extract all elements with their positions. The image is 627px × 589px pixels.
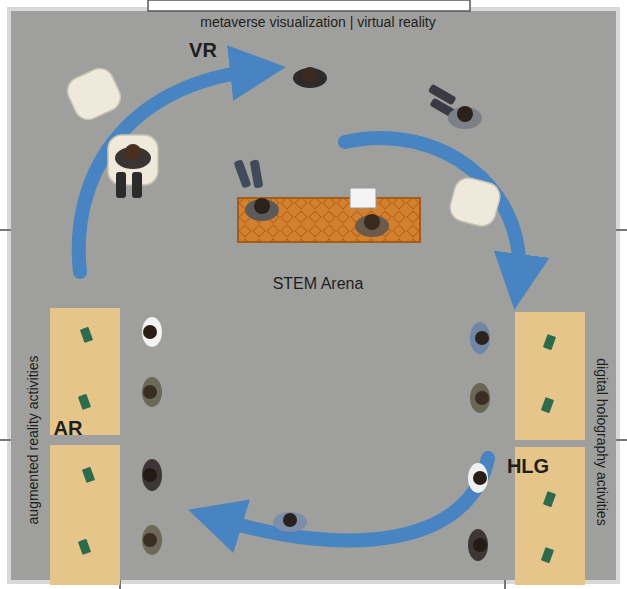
zone-caption: metaverse visualization | virtual realit… [200,15,436,30]
room-name: STEM Arena [273,275,364,293]
zone-code: AR [54,417,83,439]
zone-code: HLG [507,455,549,477]
side-caption: digital holography activities [593,358,608,525]
zone-code: VR [189,39,217,61]
side-caption: augmented reality activities [26,356,41,525]
